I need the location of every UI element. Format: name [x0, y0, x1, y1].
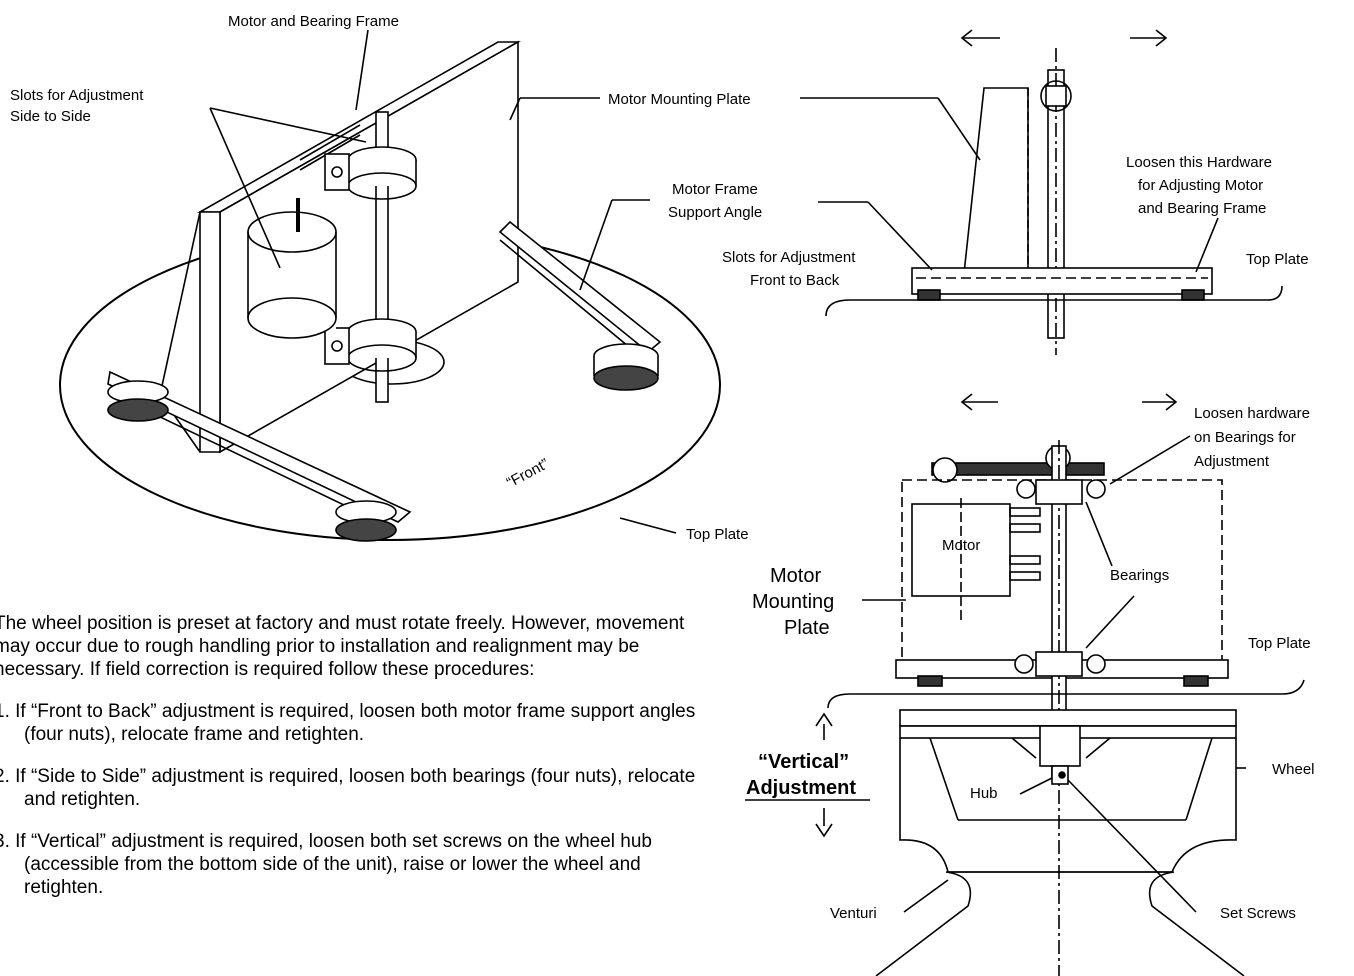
label-slots-side-to-side-1: Slots for Adjustment — [10, 87, 144, 104]
procedure-step-3: 3. If “Vertical” adjustment is required,… — [0, 830, 724, 899]
step-text: If “Side to Side” adjustment is required… — [15, 766, 696, 810]
procedure-text: The wheel position is preset at factory … — [0, 612, 724, 918]
label-bearings: Bearings — [1110, 567, 1169, 584]
label-motor-frame-1: Motor Frame — [672, 181, 758, 198]
label-loosen-hardware-3: and Bearing Frame — [1138, 200, 1266, 217]
label-top-plate-side: Top Plate — [1246, 251, 1309, 268]
label-set-screws: Set Screws — [1220, 905, 1296, 922]
label-venturi: Venturi — [830, 905, 877, 922]
label-slots-front-to-back-1: Slots for Adjustment — [722, 249, 856, 266]
label-motor-mounting-plate-iso: Motor Mounting Plate — [608, 91, 751, 108]
label-loosen-bearings-1: Loosen hardware — [1194, 405, 1310, 422]
label-slots-side-to-side-2: Side to Side — [10, 108, 91, 125]
label-motor-mounting-plate-front-2: Mounting — [752, 591, 834, 613]
label-wheel: Wheel — [1272, 761, 1315, 778]
procedure-step-2: 2. If “Side to Side” adjustment is requi… — [0, 765, 724, 811]
procedure-intro: The wheel position is preset at factory … — [0, 613, 685, 680]
procedure-step-1: 1. If “Front to Back” adjustment is requ… — [0, 700, 724, 746]
label-loosen-hardware-2: for Adjusting Motor — [1138, 177, 1263, 194]
label-loosen-hardware-1: Loosen this Hardware — [1126, 154, 1272, 171]
wheel-shape — [899, 709, 1237, 727]
side-motor-mounting-plate-shape — [961, 87, 1029, 293]
step-number: 3. — [0, 831, 10, 852]
motor-shape — [247, 211, 337, 253]
step-number: 2. — [0, 766, 10, 787]
isometric-view — [59, 29, 721, 542]
step-text: If “Vertical” adjustment is required, lo… — [15, 831, 652, 898]
label-motor-and-bearing-frame: Motor and Bearing Frame — [228, 13, 399, 30]
label-adjustment: Adjustment — [746, 777, 856, 799]
hub-shape — [1039, 725, 1081, 767]
label-motor-mounting-plate-front-3: Plate — [784, 617, 830, 639]
label-motor-frame-2: Support Angle — [668, 204, 762, 221]
label-hub: Hub — [970, 785, 998, 802]
label-front: “Front” — [504, 455, 552, 491]
side-view — [800, 29, 1283, 355]
label-loosen-bearings-2: on Bearings for — [1194, 429, 1296, 446]
label-loosen-bearings-3: Adjustment — [1194, 453, 1270, 470]
label-motor-mounting-plate-front-1: Motor — [770, 565, 821, 587]
step-text: If “Front to Back” adjustment is require… — [15, 701, 696, 745]
front-view — [745, 393, 1305, 976]
step-number: 1. — [0, 701, 10, 722]
label-top-plate-iso: Top Plate — [686, 526, 749, 543]
label-top-plate-front: Top Plate — [1248, 635, 1311, 652]
venturi-shape — [875, 871, 972, 976]
label-vertical: “Vertical” — [758, 751, 849, 773]
label-slots-front-to-back-2: Front to Back — [750, 272, 840, 289]
label-motor: Motor — [942, 537, 980, 554]
